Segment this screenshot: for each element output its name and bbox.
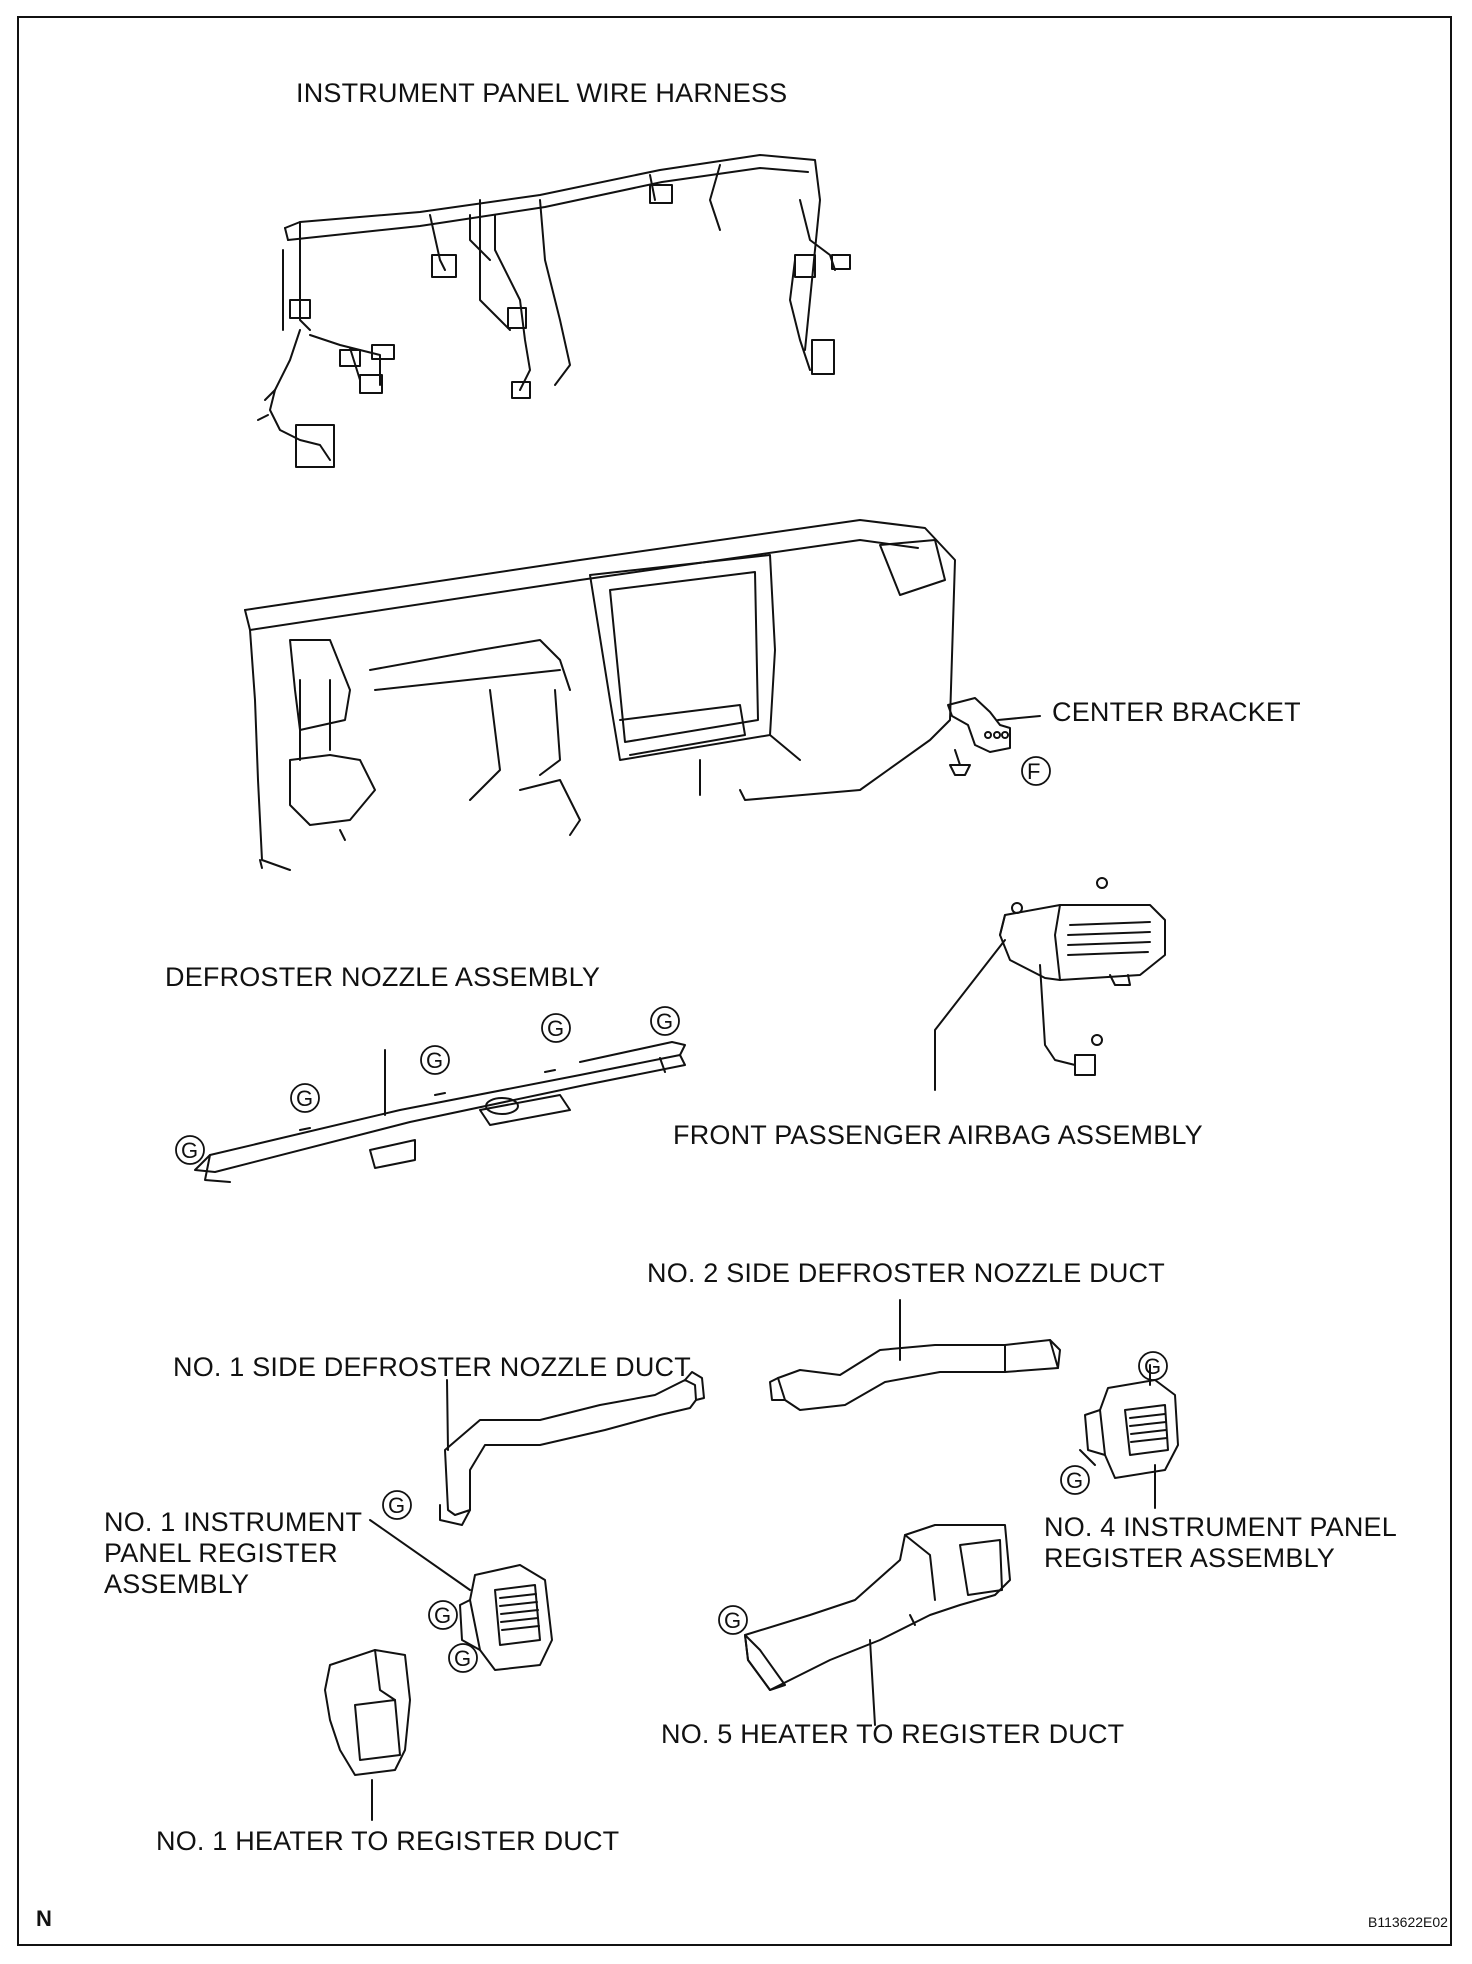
register-4-drawing: [1079, 1364, 1179, 1509]
marker-f: F: [1027, 759, 1041, 784]
marker-g: G: [547, 1016, 565, 1041]
register-1-drawing: [369, 1519, 553, 1671]
marker-g: G: [434, 1603, 452, 1628]
label-side-defroster-2: NO. 2 SIDE DEFROSTER NOZZLE DUCT: [647, 1258, 1165, 1288]
label-register-1-line1: NO. 1 INSTRUMENT: [104, 1507, 363, 1537]
heater-duct-1-drawing: [324, 1649, 411, 1821]
marker-g: G: [296, 1086, 314, 1111]
center-bracket-drawing: [947, 697, 1041, 776]
diagram-frame: [17, 16, 1452, 1946]
marker-g: G: [454, 1646, 472, 1671]
figure-code: B113622E02: [1368, 1914, 1448, 1930]
wire-harness-drawing: [257, 154, 851, 468]
marker-g: G: [1066, 1468, 1084, 1493]
label-center-bracket: CENTER BRACKET: [1052, 697, 1301, 727]
label-defroster-nozzle: DEFROSTER NOZZLE ASSEMBLY: [165, 962, 601, 992]
label-register-4: NO. 4 INSTRUMENT PANEL REGISTER ASSEMBLY: [1044, 1512, 1397, 1574]
label-register-1: NO. 1 INSTRUMENT PANEL REGISTER ASSEMBLY: [104, 1507, 362, 1600]
label-register-4-line1: NO. 4 INSTRUMENT PANEL: [1044, 1512, 1397, 1542]
label-side-defroster-1: NO. 1 SIDE DEFROSTER NOZZLE DUCT: [173, 1352, 691, 1382]
heater-duct-5-drawing: [744, 1524, 1011, 1726]
label-register-1-line3: ASSEMBLY: [104, 1569, 250, 1599]
corner-mark: N: [36, 1906, 52, 1931]
passenger-airbag-drawing: [934, 877, 1166, 1091]
label-heater-duct-1: NO. 1 HEATER TO REGISTER DUCT: [156, 1826, 620, 1856]
marker-g: G: [1144, 1354, 1162, 1379]
marker-g: G: [426, 1048, 444, 1073]
label-passenger-airbag: FRONT PASSENGER AIRBAG ASSEMBLY: [673, 1120, 1203, 1150]
marker-g: G: [181, 1138, 199, 1163]
side-defroster-1-drawing: [439, 1371, 705, 1526]
marker-g: G: [724, 1608, 742, 1633]
instrument-panel-drawing: [244, 519, 956, 871]
label-register-4-line2: REGISTER ASSEMBLY: [1044, 1543, 1335, 1573]
label-register-1-line2: PANEL REGISTER: [104, 1538, 338, 1568]
marker-g: G: [388, 1493, 406, 1518]
marker-circles: [175, 756, 1168, 1673]
label-wire-harness: INSTRUMENT PANEL WIRE HARNESS: [296, 78, 788, 108]
marker-g: G: [656, 1009, 674, 1034]
label-heater-duct-5: NO. 5 HEATER TO REGISTER DUCT: [661, 1719, 1125, 1749]
defroster-nozzle-drawing: [194, 1041, 686, 1183]
side-defroster-2-drawing: [769, 1299, 1061, 1411]
